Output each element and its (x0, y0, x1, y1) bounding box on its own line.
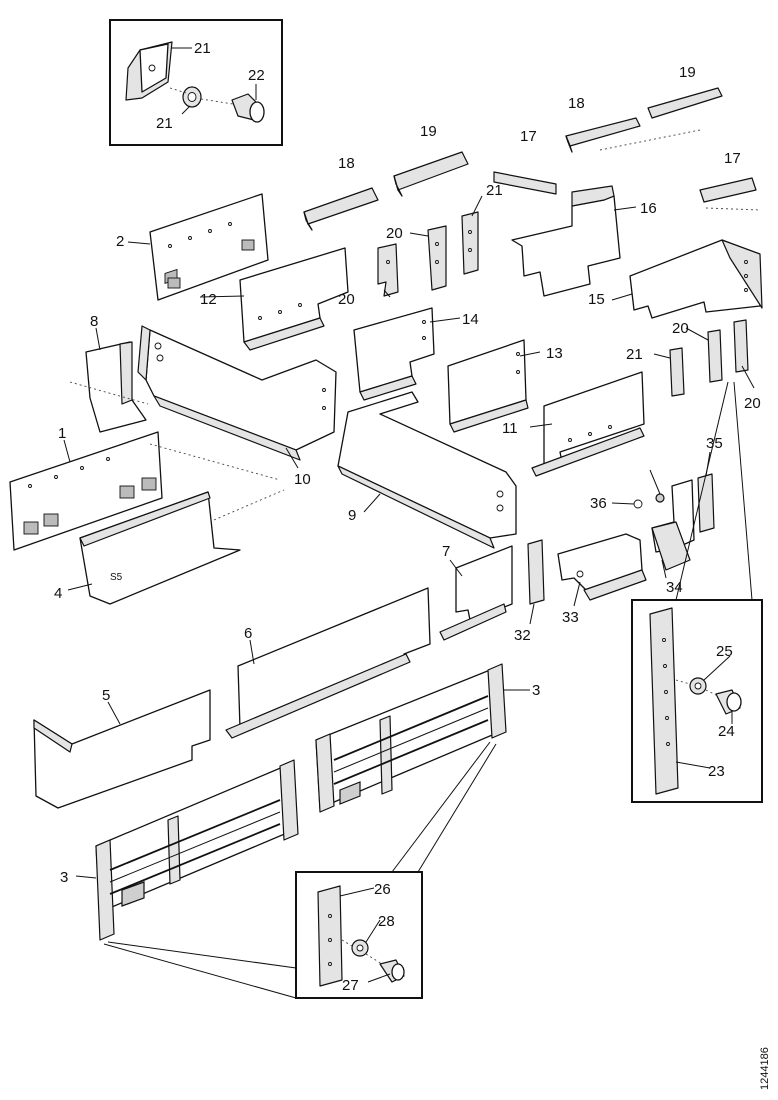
callout-7: 7 (442, 543, 450, 560)
callout-33: 34 (666, 579, 683, 596)
callout-23: 24 (718, 723, 735, 740)
callout-17: 17 (520, 128, 537, 145)
inset-detail-bottom (295, 871, 423, 999)
callout-1: 1 (58, 425, 66, 442)
frame-3-right (315, 663, 507, 813)
callout-12: 12 (200, 291, 217, 308)
panel-15 (629, 239, 763, 319)
panel-label-s5: S5 (110, 572, 123, 583)
callout-20: 20 (338, 291, 355, 308)
callout-24: 25 (716, 643, 733, 660)
callout-4: 4 (54, 585, 62, 602)
callout-5: 5 (102, 687, 110, 704)
callout-13: 13 (546, 345, 563, 362)
callout-3: 3 (60, 869, 68, 886)
callout-26: 27 (342, 977, 359, 994)
brackets-center (377, 211, 479, 297)
callout-31: 32 (514, 627, 531, 644)
inset-detail-top-left (109, 19, 283, 146)
callout-16: 16 (640, 200, 657, 217)
callout-3: 3 (532, 682, 540, 699)
callout-28: 21 (194, 40, 211, 57)
figure-reference-code: 1244186 (759, 1047, 771, 1090)
callout-17: 17 (724, 150, 741, 167)
panel-8 (69, 341, 149, 433)
callout-9: 9 (348, 507, 356, 524)
callout-20: 20 (744, 395, 761, 412)
callout-11: 11 (502, 420, 518, 437)
inset-connector-lines (103, 381, 753, 999)
callout-18: 18 (568, 95, 585, 112)
panel-9 (337, 391, 517, 549)
callout-10: 10 (294, 471, 311, 488)
callout-19: 19 (679, 64, 696, 81)
leader-lines (63, 47, 755, 983)
callout-25: 26 (374, 881, 391, 898)
callout-labels: 21 21 22 18 19 19 17 17 18 21 16 2 20 12… (54, 40, 761, 994)
callout-2: 2 (116, 233, 124, 250)
panel-2 (149, 193, 269, 301)
callout-15: 15 (588, 291, 605, 308)
panel-13 (447, 339, 529, 433)
callout-30: 22 (248, 67, 265, 84)
panel-1 (9, 431, 281, 551)
frame-3-left (95, 759, 299, 941)
panel-16 (511, 185, 621, 297)
callout-21: 21 (486, 182, 503, 199)
callout-22: 23 (708, 763, 725, 780)
brackets-right (669, 319, 749, 397)
panel-14 (353, 307, 435, 401)
hardware-middle-right (439, 473, 715, 641)
rails-top-left (303, 151, 469, 231)
callout-19: 19 (420, 123, 437, 140)
callout-21: 20 (386, 225, 403, 242)
panel-4: S5 (79, 489, 285, 605)
callout-29: 21 (156, 115, 173, 132)
inset-detail-right (631, 599, 763, 803)
callout-14: 14 (462, 311, 479, 328)
callout-6: 6 (244, 625, 252, 642)
panel-11 (531, 371, 645, 477)
callout-21: 21 (626, 346, 643, 363)
rails-top-right (493, 87, 761, 211)
panel-12 (239, 247, 349, 351)
callout-34: 35 (706, 435, 723, 452)
callout-35: 36 (590, 495, 607, 512)
callout-27: 28 (378, 913, 395, 930)
panel-10 (137, 325, 337, 461)
callout-18: 18 (338, 155, 355, 172)
callout-8: 8 (90, 313, 98, 330)
panel-5 (33, 689, 211, 809)
callout-20: 20 (672, 320, 689, 337)
panel-6 (225, 587, 431, 739)
callout-32: 33 (562, 609, 579, 626)
